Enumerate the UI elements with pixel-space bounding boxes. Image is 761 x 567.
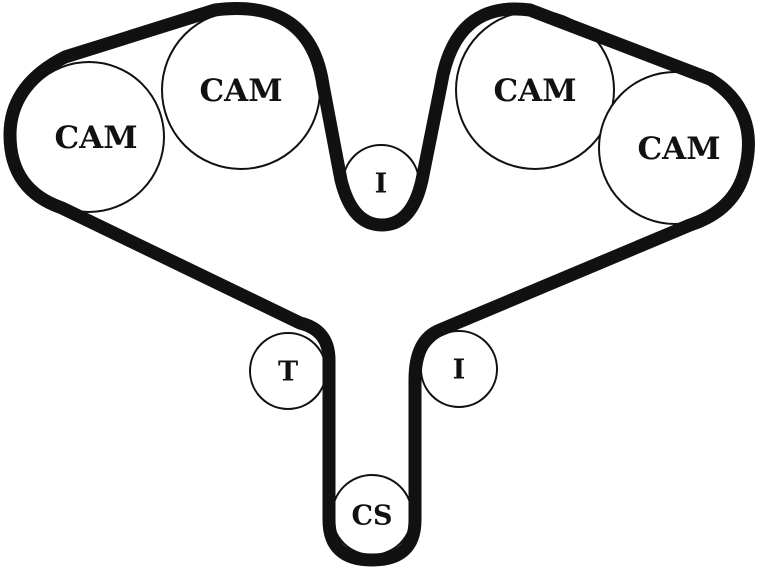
- timing-belt: [3, 2, 755, 567]
- cam-label-outer-right: CAM: [637, 131, 720, 167]
- idler-label-lower: I: [453, 355, 466, 386]
- cam-label-outer-left: CAM: [54, 120, 137, 156]
- cam-label-inner-right: CAM: [493, 73, 576, 109]
- crankshaft-label: CS: [352, 501, 393, 532]
- tensioner-label: T: [278, 357, 298, 388]
- cam-label-inner-left: CAM: [199, 73, 282, 109]
- idler-label-top: I: [375, 169, 388, 200]
